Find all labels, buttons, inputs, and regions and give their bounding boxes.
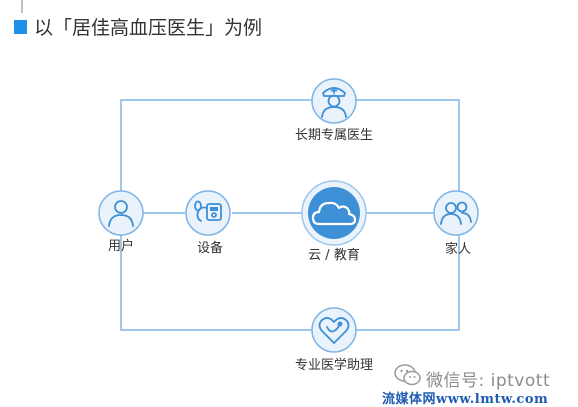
node-assistant [311, 307, 357, 353]
cloud-icon [311, 201, 357, 226]
label-doctor: 长期专属医生 [294, 128, 374, 143]
label-user: 用户 [107, 239, 135, 254]
node-cloud [301, 180, 367, 246]
node-doctor [311, 78, 357, 124]
user-icon [108, 200, 134, 227]
node-device [185, 190, 231, 236]
node-user [98, 190, 144, 236]
family-icon [440, 201, 472, 225]
label-family: 家人 [444, 242, 472, 257]
title-marker [14, 20, 27, 34]
label-device: 设备 [196, 241, 224, 256]
footer-site-text: 流媒体网www.lmtw.com [382, 392, 549, 407]
label-assistant: 专业医学助理 [294, 358, 374, 373]
connection-frame [120, 99, 460, 331]
wechat-icon [394, 364, 421, 386]
watermark-text: 微信号: iptvott [426, 371, 551, 391]
page-title: 以「居佳高血压医生」为例 [34, 17, 263, 39]
node-family [433, 190, 479, 236]
top-rule [21, 0, 23, 13]
stethoscope-heart-icon [318, 317, 350, 344]
blood-pressure-monitor-icon [194, 200, 222, 222]
doctor-icon [321, 87, 347, 118]
label-cloud: 云 / 教育 [308, 248, 360, 263]
